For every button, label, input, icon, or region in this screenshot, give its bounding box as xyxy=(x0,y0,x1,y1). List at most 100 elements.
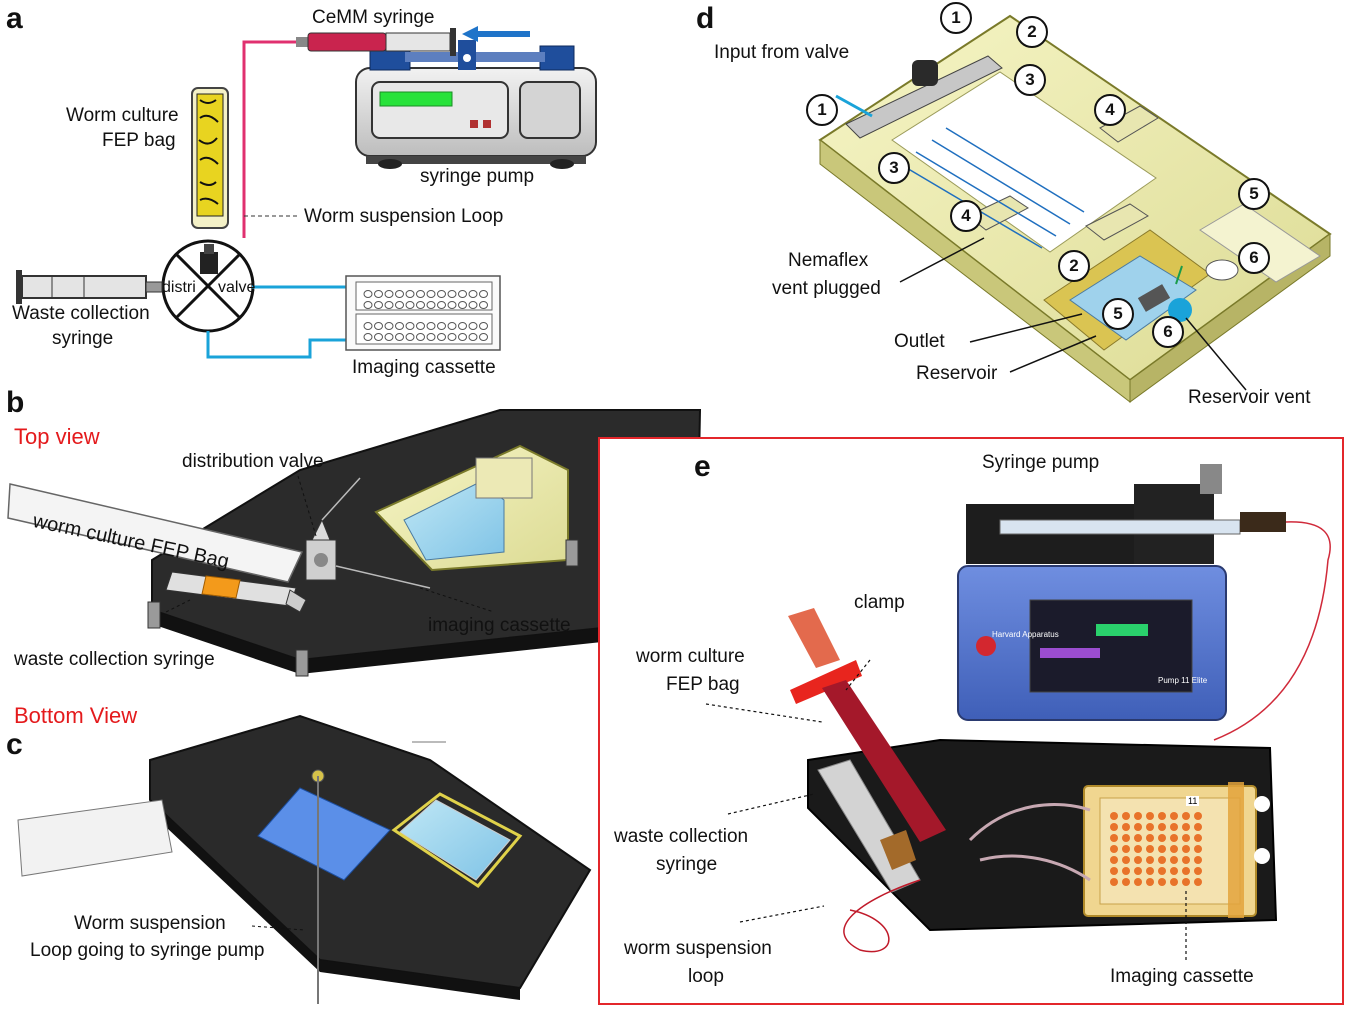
cemm-syringe-drawing xyxy=(296,26,530,56)
worm-bag-label-line2: FEP bag xyxy=(102,130,176,151)
well xyxy=(363,301,373,309)
well xyxy=(437,301,446,309)
pump-model-text: Pump 11 Elite xyxy=(1158,676,1208,685)
well xyxy=(437,333,446,341)
imaging-cassette-label-e: Imaging cassette xyxy=(1110,966,1254,987)
well xyxy=(426,333,436,341)
well xyxy=(1182,845,1190,853)
well xyxy=(479,333,488,341)
well xyxy=(1194,856,1202,864)
well xyxy=(1146,867,1154,875)
well xyxy=(1110,867,1118,875)
bottom-view-title: Bottom View xyxy=(14,703,138,728)
well xyxy=(1182,856,1190,864)
panel-e-diagram xyxy=(600,439,1342,1003)
well xyxy=(1122,812,1130,820)
panel-e-frame xyxy=(598,437,1344,1005)
well xyxy=(395,322,404,330)
well xyxy=(1146,845,1154,853)
loop-label-line1-c: Worm suspension xyxy=(74,913,226,934)
nemaflex-label-line2: vent plugged xyxy=(772,278,881,299)
distribution-valve-b xyxy=(305,518,337,581)
well xyxy=(1158,878,1166,886)
well xyxy=(395,301,404,309)
well xyxy=(1134,867,1142,875)
well xyxy=(1122,867,1130,875)
waste-label-line2-e: syringe xyxy=(656,854,718,875)
fep-bag-label-line2-e: FEP bag xyxy=(666,674,740,695)
well xyxy=(458,301,467,309)
reservoir-label: Reservoir xyxy=(916,363,998,384)
well xyxy=(1134,878,1142,886)
worm-bag-drawing xyxy=(191,87,229,229)
well xyxy=(374,301,383,309)
callout-5-right: 5 xyxy=(1238,178,1270,210)
well xyxy=(1134,812,1142,820)
well xyxy=(1170,834,1178,842)
well xyxy=(384,290,394,298)
top-view-title: Top view xyxy=(14,424,100,449)
waste-label-line2-a: syringe xyxy=(52,328,114,349)
loop-label-line2-c: Loop going to syringe pump xyxy=(30,940,265,961)
syringe-pump-e xyxy=(957,464,1331,741)
well xyxy=(426,322,436,330)
well xyxy=(1170,878,1178,886)
panel-letter-d: d xyxy=(696,2,715,35)
well xyxy=(1170,845,1178,853)
well xyxy=(468,290,478,298)
callout-6-right: 6 xyxy=(1238,242,1270,274)
imaging-cassette-label-b: imaging cassette xyxy=(428,615,571,636)
well xyxy=(1146,856,1154,864)
well xyxy=(416,301,425,309)
panel-a-diagram xyxy=(16,26,597,359)
well xyxy=(405,322,415,330)
well xyxy=(1194,867,1202,875)
well xyxy=(374,322,383,330)
well xyxy=(447,333,457,341)
well xyxy=(1146,834,1154,842)
reservoir-vent-label: Reservoir vent xyxy=(1188,387,1311,408)
well xyxy=(363,322,373,330)
well xyxy=(1110,856,1118,864)
well xyxy=(395,290,404,298)
well xyxy=(363,333,373,341)
panel-letter-a: a xyxy=(6,2,23,35)
well xyxy=(1122,878,1130,886)
callout-2-bottom: 2 xyxy=(1058,250,1090,282)
well xyxy=(1134,856,1142,864)
well xyxy=(1146,878,1154,886)
well xyxy=(1170,856,1178,864)
well xyxy=(1110,812,1118,820)
well xyxy=(1110,834,1118,842)
panel-letter-c: c xyxy=(6,728,23,761)
well xyxy=(1194,812,1202,820)
well xyxy=(479,290,488,298)
well xyxy=(1194,834,1202,842)
well xyxy=(405,301,415,309)
well xyxy=(1194,878,1202,886)
waste-syringe-label-b: waste collection syringe xyxy=(14,649,215,670)
well xyxy=(405,290,415,298)
well xyxy=(1110,823,1118,831)
callout-5-bottom: 5 xyxy=(1102,298,1134,330)
cemm-syringe-label: CeMM syringe xyxy=(312,7,435,28)
waste-syringe-a xyxy=(16,270,163,304)
well xyxy=(1170,867,1178,875)
well xyxy=(1158,867,1166,875)
well xyxy=(374,290,383,298)
well xyxy=(458,333,467,341)
well xyxy=(479,322,488,330)
well xyxy=(426,290,436,298)
callout-4-right: 4 xyxy=(1094,94,1126,126)
loop-label-line2-e: loop xyxy=(688,966,724,987)
syringe-pump-a xyxy=(355,40,597,169)
well xyxy=(1122,823,1130,831)
well xyxy=(447,301,457,309)
syringe-pump-label-a: syringe pump xyxy=(420,166,535,187)
outlet-label: Outlet xyxy=(894,331,945,352)
well xyxy=(479,301,488,309)
well xyxy=(468,301,478,309)
callout-2-top: 2 xyxy=(1016,16,1048,48)
well xyxy=(1182,812,1190,820)
distribution-valve-label-b: distribution valve xyxy=(182,451,324,472)
